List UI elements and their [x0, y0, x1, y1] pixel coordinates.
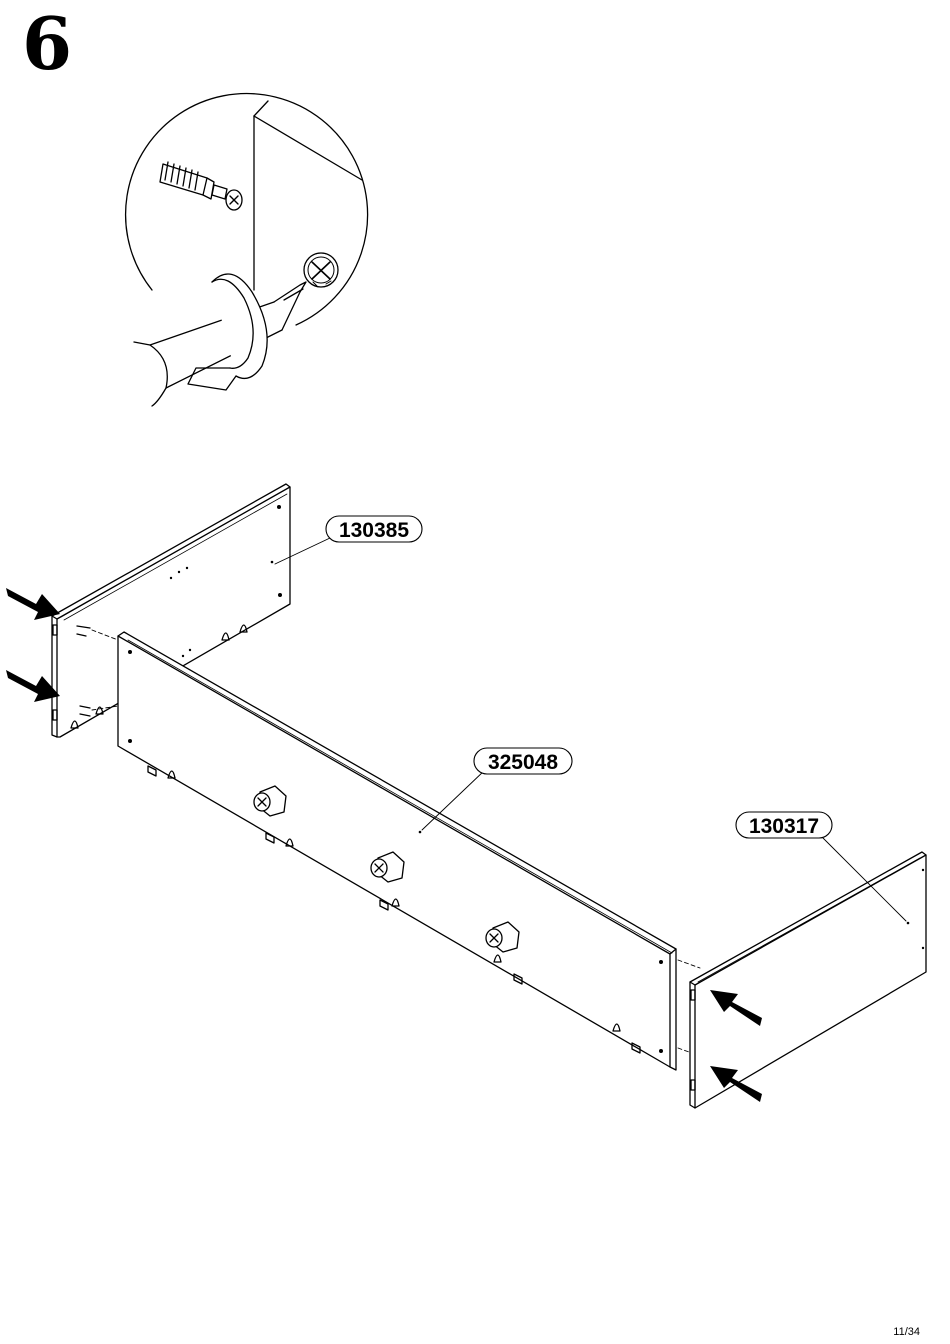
part-label-left-panel: 130385	[339, 519, 409, 542]
part-label-back-panel: 325048	[488, 751, 558, 774]
part-label-right-panel: 130317	[749, 815, 819, 838]
detail-inset	[126, 94, 368, 406]
cam-lock-icon	[304, 253, 338, 287]
page-number: 11/34	[893, 1326, 920, 1338]
cam-fitting-icon	[160, 162, 242, 210]
rotation-arrow-icon	[188, 274, 267, 390]
back-panel	[118, 632, 700, 1070]
